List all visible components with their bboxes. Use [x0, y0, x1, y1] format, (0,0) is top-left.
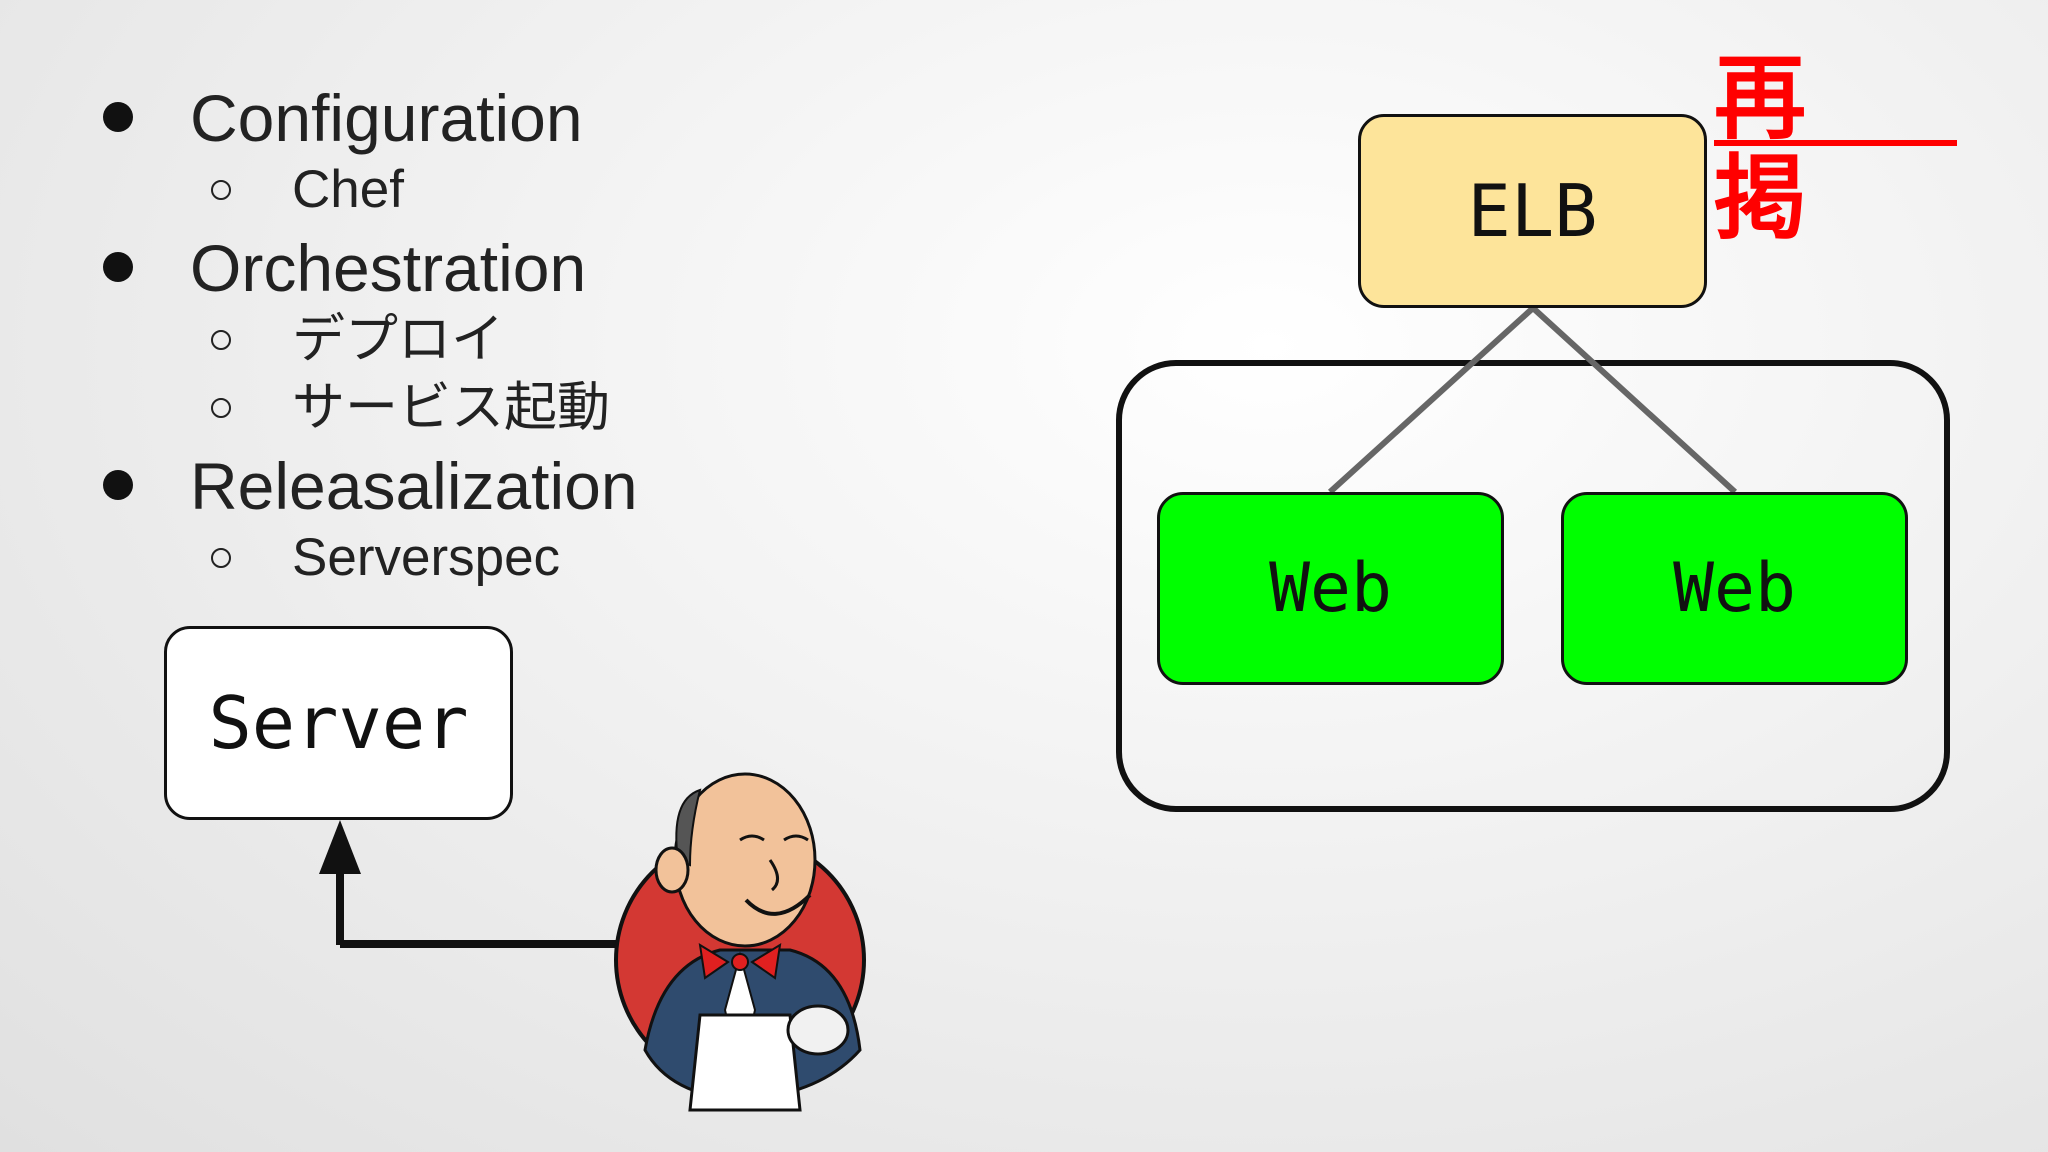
- sub-bullet-label: デプロイ: [292, 310, 504, 369]
- sub-bullet-circle: [211, 180, 231, 200]
- repost-stamp-underline: [1714, 140, 1957, 146]
- repost-stamp: 再掲: [1714, 44, 1865, 252]
- sub-bullet-label: サービス起動: [292, 378, 610, 437]
- web-box-1: Web: [1157, 492, 1504, 685]
- sub-bullet-label: Chef: [292, 160, 404, 219]
- elb-to-web2-line: [1530, 305, 1738, 495]
- elb-box: ELB: [1358, 114, 1707, 308]
- sub-bullet-label: Serverspec: [292, 528, 561, 587]
- server-box: Server: [164, 626, 513, 820]
- bullet-label: Releasalization: [190, 449, 638, 523]
- arrowhead-icon: [319, 820, 361, 874]
- bullet-label: Configuration: [190, 81, 583, 155]
- bullet-dot: [103, 102, 133, 132]
- sub-bullet-circle: [211, 398, 231, 418]
- sub-bullet-circle: [211, 330, 231, 350]
- jenkins-to-server-arrow: [319, 820, 625, 948]
- web-group-container: [1116, 360, 1950, 812]
- elb-to-web1-line: [1327, 305, 1536, 495]
- bullet-label: Orchestration: [190, 231, 587, 305]
- jenkins-butler-icon: [614, 772, 866, 1112]
- bullet-dot: [103, 252, 133, 282]
- web-box-2: Web: [1561, 492, 1908, 685]
- sub-bullet-circle: [211, 548, 231, 568]
- bullet-dot: [103, 470, 133, 500]
